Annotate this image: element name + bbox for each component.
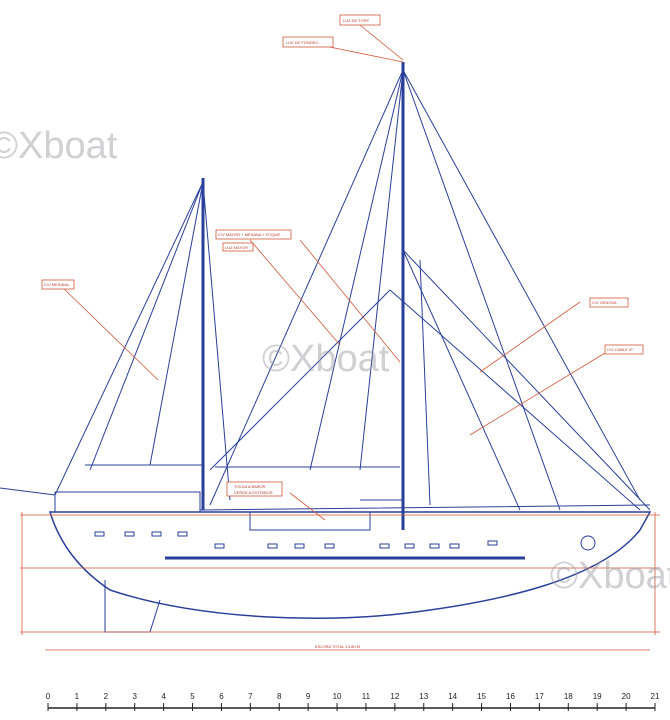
- label-jib-cable: C/V CABLE 4º: [607, 347, 633, 352]
- scale-tick-label: 13: [419, 692, 428, 701]
- label-box-deck-note: [226, 481, 283, 497]
- scale-tick-label: 8: [277, 692, 282, 701]
- scale-tick-label: 15: [477, 692, 486, 701]
- scale-tick-label: 3: [132, 692, 137, 701]
- scale-tick-label: 14: [448, 692, 457, 701]
- scale-tick-label: 6: [219, 692, 224, 701]
- scale-tick-label: 20: [622, 692, 631, 701]
- scale-tick-label: 18: [564, 692, 573, 701]
- bow-emblem: [580, 535, 596, 551]
- label-anchor-light: LUZ DE FONDEO: [286, 40, 318, 45]
- label-box-main-light: [222, 242, 254, 252]
- scale-tick-label: 17: [535, 692, 544, 701]
- scale-tick-label: 10: [333, 692, 342, 701]
- watermark: ©Xboat: [0, 125, 118, 167]
- watermark: ©Xboat: [550, 555, 670, 597]
- label-box-genoa: [589, 297, 629, 308]
- label-box-main-sails: [215, 229, 292, 240]
- portholes: [94, 531, 498, 549]
- label-box-jib-cable: [604, 344, 644, 355]
- label-overall-length: ESLORA TOTAL 13,80 M: [315, 644, 360, 649]
- scale-tick-label: 7: [248, 692, 253, 701]
- scale-tick-label: 4: [161, 692, 166, 701]
- label-main-sails: C/V MAYOR + MESANA + FOQUE: [218, 232, 280, 237]
- scale-tick-label: 2: [104, 692, 109, 701]
- scale-tick-label: 21: [651, 692, 660, 701]
- scale-tick-label: 11: [362, 692, 371, 701]
- annotation-leaders: [20, 24, 660, 651]
- label-mizzen: C/V MESANA: [44, 282, 69, 287]
- watermark: ©Xboat: [262, 338, 390, 380]
- scale-tick-label: 19: [593, 692, 602, 701]
- label-box-anchor-light: [282, 36, 334, 48]
- scale-tick-label: 16: [506, 692, 515, 701]
- label-box-mizzen: [41, 279, 75, 290]
- label-main-light: LUZ MAYOR: [225, 245, 248, 250]
- label-box-masthead-light: [339, 14, 381, 26]
- scale-tick-label: 9: [306, 692, 311, 701]
- deckhouse: [54, 491, 651, 531]
- label-deck-note-1: TOLDA A BABOR: [234, 484, 266, 489]
- hull: [48, 511, 652, 619]
- scale-tick-label: 0: [46, 692, 51, 701]
- rigging: [0, 69, 651, 511]
- label-deck-note-2: VERDE A ESTRIBOR: [234, 490, 273, 495]
- label-genoa: C/V GENOVA: [592, 300, 617, 305]
- scale-tick-label: 5: [190, 692, 195, 701]
- scale-tick-label: 12: [390, 692, 399, 701]
- label-masthead-light: LUZ DE TOPE: [343, 18, 369, 23]
- keel: [104, 580, 161, 633]
- scale-tick-label: 1: [75, 692, 80, 701]
